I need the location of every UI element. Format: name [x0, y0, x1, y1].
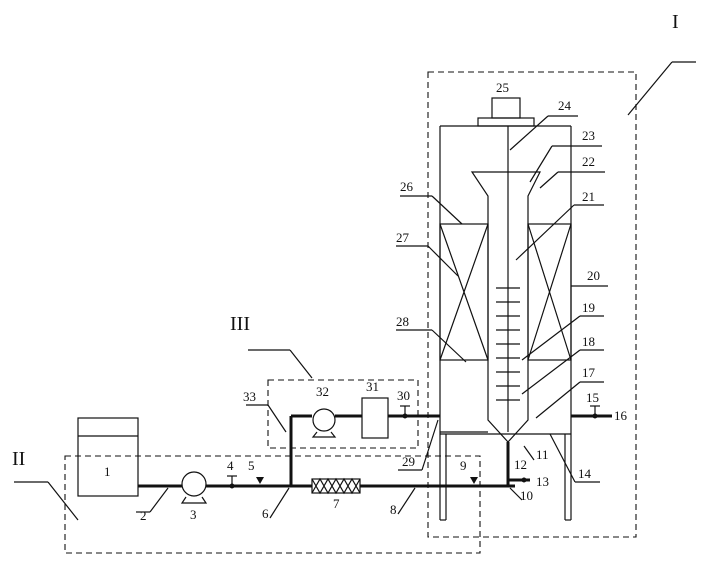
leader-10 [509, 487, 523, 501]
region-III-leader [289, 349, 313, 379]
valve-12 [521, 477, 527, 483]
sample-point-9 [470, 477, 478, 484]
label-5: 5 [248, 458, 255, 473]
label-16: 16 [614, 408, 628, 423]
tank-1 [77, 417, 139, 497]
leader-33 [267, 404, 287, 433]
region-II-label: II [12, 448, 25, 470]
label-25: 25 [496, 80, 509, 95]
leader-18 [521, 349, 581, 395]
filter-31 [361, 397, 389, 439]
label-13: 13 [536, 474, 549, 489]
leader-6 [269, 487, 290, 519]
static-mixer-7-elements [311, 477, 361, 495]
leader-14 [549, 433, 576, 483]
label-31: 31 [366, 379, 379, 394]
region-I-leader [627, 61, 673, 116]
label-8: 8 [390, 502, 397, 517]
motor-25 [491, 97, 521, 119]
draft-tube-21 [470, 171, 541, 443]
leader-21 [515, 204, 575, 261]
leader-24 [509, 115, 549, 151]
label-10: 10 [520, 488, 533, 503]
stirrer-blades-18 [496, 287, 520, 401]
label-12: 12 [514, 457, 527, 472]
motor-base [477, 117, 535, 127]
region-III-label: III [230, 313, 250, 335]
label-27: 27 [396, 230, 410, 245]
leader-22 [539, 171, 559, 189]
sample-point-5 [256, 477, 264, 484]
leader-27 [427, 245, 459, 277]
label-19: 19 [582, 300, 595, 315]
label-33: 33 [243, 389, 256, 404]
leader-11 [523, 445, 535, 461]
leader-26 [431, 195, 463, 225]
packing-right-cross [527, 223, 572, 361]
label-2: 2 [140, 508, 147, 523]
region-II-leader [47, 481, 79, 521]
label-21: 21 [582, 189, 595, 204]
label-32: 32 [316, 384, 329, 399]
label-14: 14 [578, 466, 592, 481]
valve-4 [229, 483, 235, 489]
valve-30 [402, 413, 408, 419]
label-24: 24 [558, 98, 572, 113]
label-1: 1 [104, 464, 111, 479]
leader-2 [149, 487, 169, 513]
pump-3-base [180, 496, 208, 504]
label-18: 18 [582, 334, 595, 349]
label-22: 22 [582, 154, 595, 169]
leader-19 [521, 315, 581, 361]
label-9: 9 [460, 458, 467, 473]
leader-28 [431, 329, 467, 363]
label-30: 30 [397, 388, 410, 403]
label-3: 3 [190, 507, 197, 522]
pump-32 [312, 408, 336, 432]
label-26: 26 [400, 179, 414, 194]
label-6: 6 [262, 506, 269, 521]
region-III-boundary [267, 379, 419, 449]
pump-3 [181, 471, 207, 497]
label-7: 7 [333, 496, 340, 511]
leader-8 [397, 487, 416, 515]
valve-15 [592, 413, 598, 419]
packing-right [527, 223, 572, 361]
label-4: 4 [227, 458, 234, 473]
region-I-label: I [672, 11, 679, 33]
label-20: 20 [587, 268, 600, 283]
label-17: 17 [582, 365, 596, 380]
label-29: 29 [402, 454, 415, 469]
label-15: 15 [586, 390, 599, 405]
packing-left-cross [439, 223, 489, 361]
leader-17 [535, 381, 581, 419]
pump-32-base [311, 431, 337, 438]
region-I-boundary [427, 71, 637, 538]
leader-23 [529, 145, 553, 183]
leader-29 [421, 419, 439, 471]
label-23: 23 [582, 128, 595, 143]
label-28: 28 [396, 314, 409, 329]
label-11: 11 [536, 447, 549, 462]
